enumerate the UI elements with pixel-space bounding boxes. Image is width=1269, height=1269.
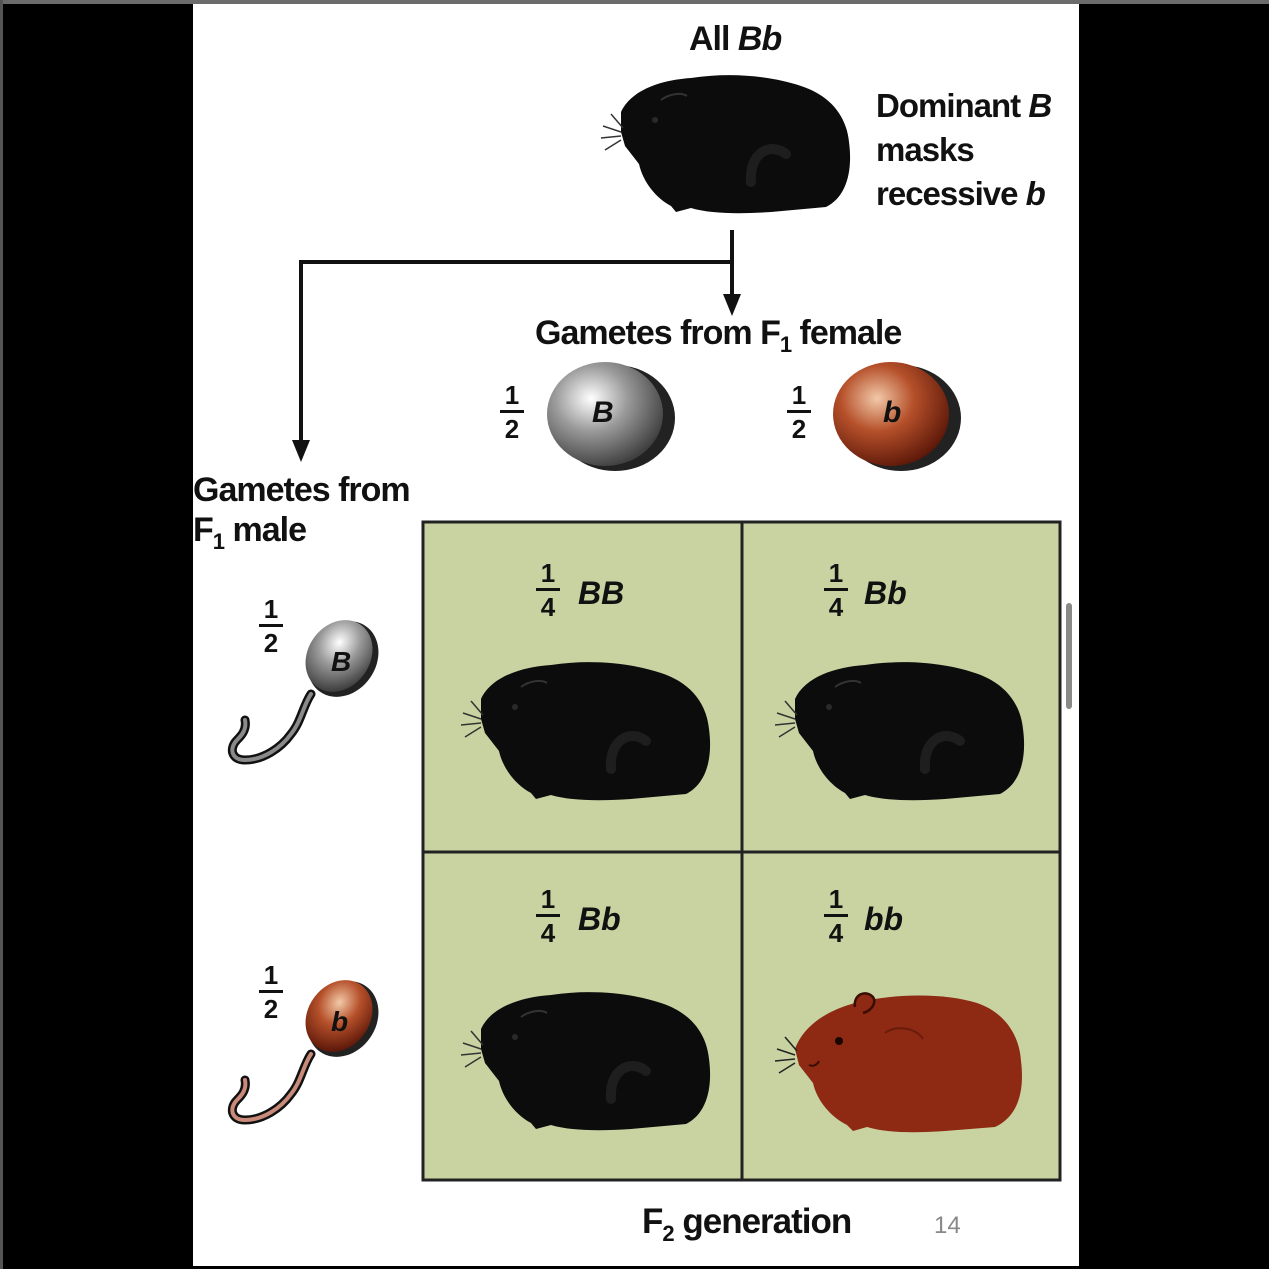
male-fraction-B: 1 2 (259, 596, 283, 656)
sperm-allele-b: b (331, 1006, 349, 1037)
cell-BB-fraction: 1 4 (536, 560, 560, 620)
fraction-denominator: 4 (540, 918, 556, 948)
female-title-prefix: Gametes from F (535, 314, 781, 352)
note-line1-prefix: Dominant (876, 87, 1029, 124)
male-fraction-b: 1 2 (259, 962, 283, 1022)
parent-genotype: Bb (737, 20, 782, 58)
note-dominant-allele: B (1028, 87, 1052, 124)
left-border (0, 0, 3, 1269)
fraction-denominator: 2 (263, 994, 279, 1024)
male-title-subscript: 1 (212, 529, 225, 554)
fraction-numerator: 1 (263, 960, 279, 990)
fraction-bar (259, 624, 283, 627)
parent-guinea-pig (601, 75, 850, 213)
fraction-denominator: 2 (263, 628, 279, 658)
cell-bb-fraction: 1 4 (824, 886, 848, 946)
fraction-bar (824, 588, 848, 591)
offspring-bb (774, 992, 1022, 1133)
fraction-denominator: 2 (791, 414, 807, 444)
fraction-numerator: 1 (540, 884, 556, 914)
diagram-graphics (227, 4, 1062, 1182)
fraction-bar (536, 914, 560, 917)
sperm-B (227, 620, 379, 765)
egg-allele-B: B (592, 396, 614, 429)
page-number: 14 (934, 1212, 961, 1239)
male-gametes-title: Gametes from F1 male (193, 470, 411, 554)
fraction-numerator: 1 (540, 558, 556, 588)
cell-Bb-bottom-genotype: Bb (578, 901, 621, 937)
sperm-allele-B: B (331, 646, 352, 677)
vertical-scrollbar[interactable] (1066, 603, 1072, 709)
caption-subscript: 2 (662, 1221, 674, 1246)
fraction-bar (500, 410, 524, 413)
note-line3-prefix: recessive (876, 175, 1026, 212)
parent-label: All Bb (689, 20, 782, 58)
fraction-numerator: 1 (263, 594, 279, 624)
note-recessive-allele: b (1025, 175, 1046, 212)
top-border (0, 0, 1269, 4)
male-title-line1: Gametes from (193, 471, 411, 509)
female-title-suffix: female (791, 314, 903, 352)
fraction-bar (259, 990, 283, 993)
egg-allele-b: b (883, 396, 902, 429)
female-title-subscript: 1 (779, 332, 792, 357)
male-title-suffix: male (224, 511, 307, 549)
fraction-numerator: 1 (828, 884, 844, 914)
fraction-denominator: 4 (828, 592, 844, 622)
sperm-b (227, 980, 379, 1125)
caption-suffix: generation (673, 1202, 852, 1241)
female-fraction-B: 1 2 (500, 382, 524, 442)
fraction-bar (536, 588, 560, 591)
f2-generation-caption: F2 generation (642, 1202, 852, 1245)
note-line2: masks (876, 131, 975, 168)
slide: All Bb Dominant B masks recessive b Game… (193, 4, 1079, 1266)
dominance-note: Dominant B masks recessive b (876, 84, 1052, 216)
cell-Bb-top-fraction: 1 4 (824, 560, 848, 620)
fraction-numerator: 1 (828, 558, 844, 588)
fraction-bar (824, 914, 848, 917)
cell-Bb-bottom-fraction: 1 4 (536, 886, 560, 946)
female-fraction-b: 1 2 (787, 382, 811, 442)
fraction-denominator: 4 (828, 918, 844, 948)
fraction-numerator: 1 (791, 380, 807, 410)
fraction-denominator: 4 (540, 592, 556, 622)
cell-bb-genotype: bb (864, 901, 904, 937)
cell-Bb-top-genotype: Bb (864, 575, 907, 611)
female-gametes-title: Gametes from F1 female (535, 314, 903, 356)
fraction-bar (787, 410, 811, 413)
male-title-prefix: F (193, 511, 214, 549)
parent-label-prefix: All (689, 20, 738, 58)
egg-b (833, 362, 949, 466)
cell-BB-genotype: BB (578, 575, 625, 611)
caption-prefix: F (642, 1202, 663, 1241)
fraction-numerator: 1 (504, 380, 520, 410)
female-arrowhead (723, 294, 741, 316)
male-arrowhead (292, 440, 310, 462)
egg-B (547, 362, 663, 466)
fraction-denominator: 2 (504, 414, 520, 444)
